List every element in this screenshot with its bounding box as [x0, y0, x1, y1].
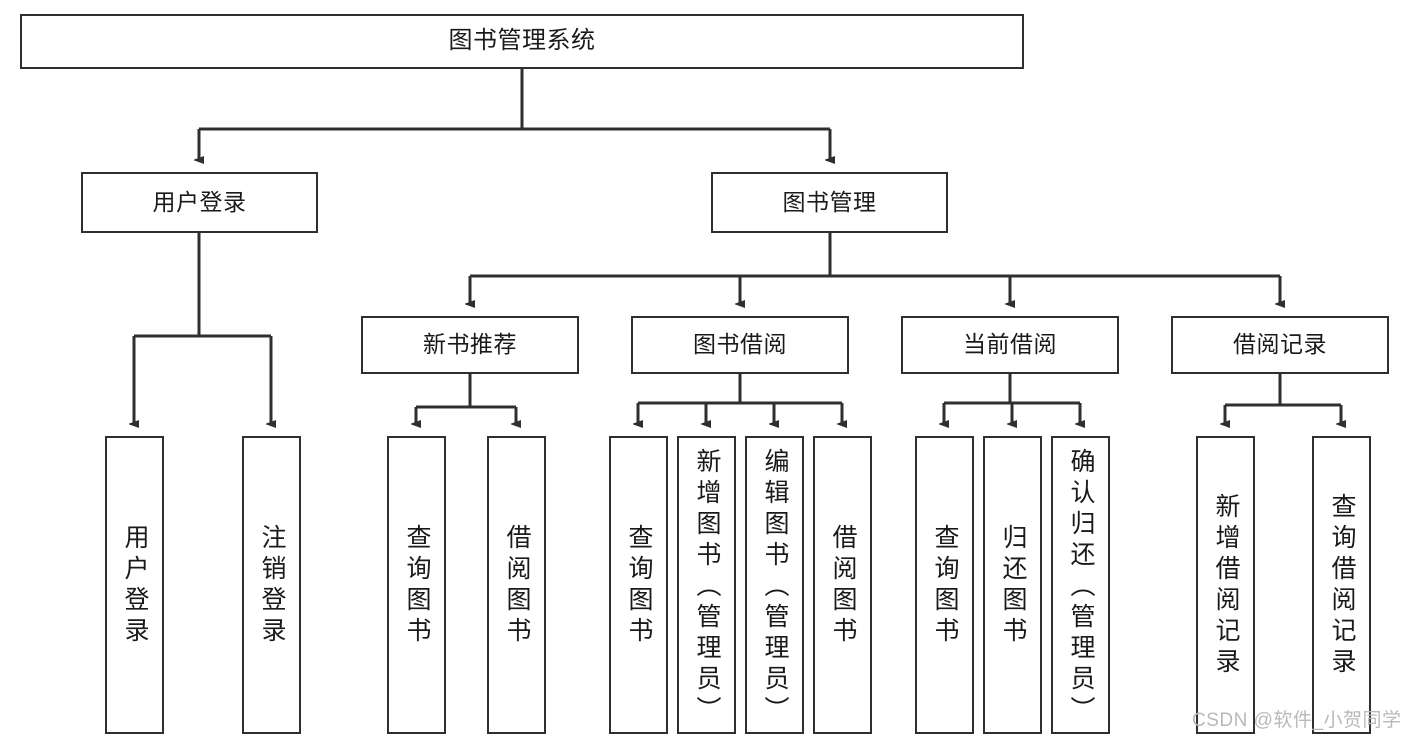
node-leaf-add-book-admin-label: 新增图书（管理员） — [693, 448, 721, 727]
node-current-borrow[interactable]: 当前借阅 — [901, 316, 1119, 374]
node-leaf-borrow-book-label: 借阅图书 — [829, 524, 857, 648]
node-leaf-confirm-return-admin-label: 确认归还（管理员） — [1067, 448, 1095, 727]
node-book-borrow-label: 图书借阅 — [693, 331, 787, 358]
node-leaf-add-borrow-record-label: 新增借阅记录 — [1212, 493, 1240, 679]
node-leaf-borrow-book-rec-label: 借阅图书 — [503, 524, 531, 648]
node-user-login-label: 用户登录 — [152, 188, 247, 215]
node-leaf-borrow-book[interactable]: 借阅图书 — [813, 436, 872, 734]
node-leaf-query-book-current[interactable]: 查询图书 — [915, 436, 974, 734]
node-leaf-query-book-rec-label: 查询图书 — [403, 524, 431, 648]
node-current-borrow-label: 当前借阅 — [963, 331, 1057, 358]
node-leaf-return-book-label: 归还图书 — [999, 524, 1027, 648]
node-leaf-query-book-borrow[interactable]: 查询图书 — [609, 436, 668, 734]
node-leaf-edit-book-admin[interactable]: 编辑图书（管理员） — [745, 436, 804, 734]
node-user-login[interactable]: 用户登录 — [81, 172, 318, 233]
node-leaf-confirm-return-admin[interactable]: 确认归还（管理员） — [1051, 436, 1110, 734]
node-book-management-label: 图书管理 — [782, 188, 877, 215]
node-leaf-add-book-admin[interactable]: 新增图书（管理员） — [677, 436, 736, 734]
node-leaf-user-login-label: 用户登录 — [121, 524, 149, 648]
node-leaf-query-book-borrow-label: 查询图书 — [625, 524, 653, 648]
node-new-book-recommend[interactable]: 新书推荐 — [361, 316, 579, 374]
node-root[interactable]: 图书管理系统 — [20, 14, 1024, 69]
node-leaf-add-borrow-record[interactable]: 新增借阅记录 — [1196, 436, 1255, 734]
node-leaf-logout-label: 注销登录 — [258, 524, 286, 648]
node-leaf-query-borrow-record-label: 查询借阅记录 — [1328, 493, 1356, 679]
node-book-management[interactable]: 图书管理 — [711, 172, 948, 233]
node-borrow-records-label: 借阅记录 — [1233, 331, 1327, 358]
node-root-label: 图书管理系统 — [448, 27, 596, 55]
node-leaf-query-borrow-record[interactable]: 查询借阅记录 — [1312, 436, 1371, 734]
node-borrow-records[interactable]: 借阅记录 — [1171, 316, 1389, 374]
node-leaf-return-book[interactable]: 归还图书 — [983, 436, 1042, 734]
node-leaf-query-book-rec[interactable]: 查询图书 — [387, 436, 446, 734]
node-leaf-logout[interactable]: 注销登录 — [242, 436, 301, 734]
node-leaf-query-book-current-label: 查询图书 — [931, 524, 959, 648]
node-leaf-user-login[interactable]: 用户登录 — [105, 436, 164, 734]
node-leaf-edit-book-admin-label: 编辑图书（管理员） — [761, 448, 789, 727]
node-leaf-borrow-book-rec[interactable]: 借阅图书 — [487, 436, 546, 734]
node-new-book-recommend-label: 新书推荐 — [423, 331, 517, 358]
node-book-borrow[interactable]: 图书借阅 — [631, 316, 849, 374]
csdn-watermark: CSDN @软件_小贺同学 — [1192, 710, 1402, 731]
